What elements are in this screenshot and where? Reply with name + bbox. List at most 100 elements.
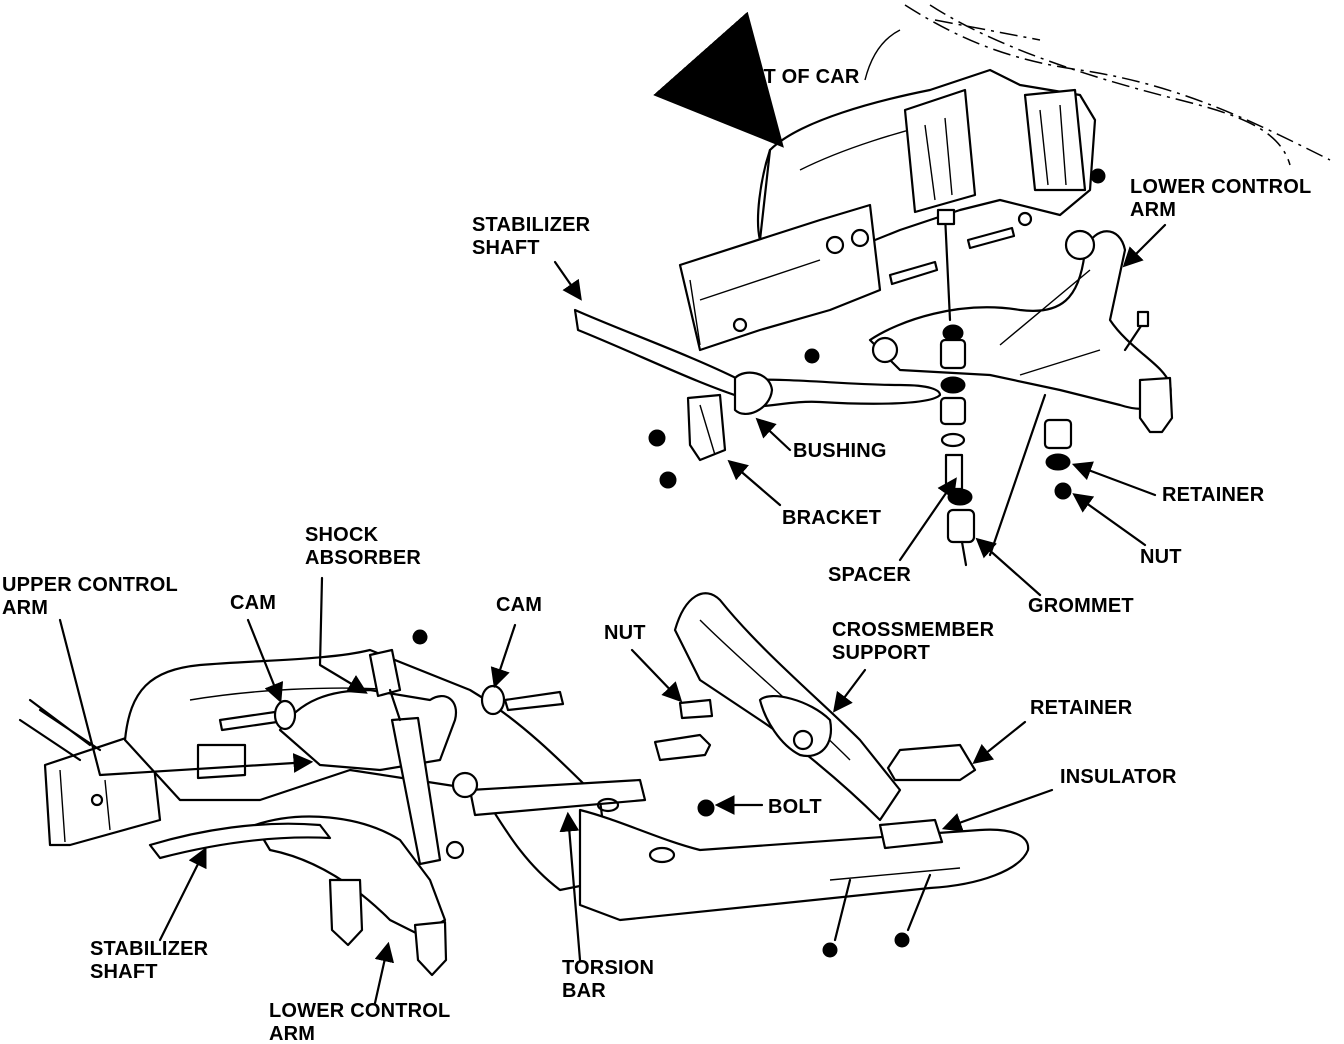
body-outline-line bbox=[864, 29, 901, 81]
torsion-bar bbox=[468, 778, 647, 817]
crossmember-detail bbox=[829, 867, 961, 881]
torsion-bar-arrow bbox=[559, 811, 582, 962]
shock-absorber-body bbox=[390, 716, 442, 866]
lower-control-arm-bottom-arrow bbox=[373, 941, 395, 1005]
bushing bbox=[733, 371, 774, 416]
grommet bbox=[946, 508, 976, 544]
upper-ball-joint bbox=[451, 771, 479, 799]
bolt bbox=[888, 260, 939, 286]
label-retainer-top: RETAINER bbox=[1162, 484, 1265, 506]
stabilizer-shaft-top bbox=[743, 378, 942, 408]
label-spacer: SPACER bbox=[828, 564, 912, 586]
label-front-of-car: FRONT OF CAR bbox=[706, 66, 860, 88]
cam-right-arrow bbox=[490, 623, 517, 689]
fastener-lines bbox=[833, 873, 932, 942]
body-outline-line bbox=[934, 19, 1041, 41]
insulator-arrow bbox=[941, 788, 1054, 832]
plate-hole bbox=[850, 228, 870, 248]
grommet-right bbox=[1043, 418, 1073, 450]
grommet-arrow-a bbox=[975, 537, 1042, 597]
spacer bbox=[944, 453, 964, 491]
bottom-assembly bbox=[18, 592, 1030, 977]
lower-control-arm-bottom-part bbox=[253, 815, 447, 937]
cam-left-part bbox=[273, 699, 297, 731]
retainer-top-arrow bbox=[1071, 461, 1157, 497]
plate-hole bbox=[825, 235, 845, 255]
label-cam-left: CAM bbox=[230, 592, 277, 614]
link-bolt-head bbox=[936, 208, 956, 226]
hanger-bracket bbox=[1023, 88, 1087, 192]
frame-bracket bbox=[196, 743, 247, 780]
link-grommet bbox=[939, 338, 967, 370]
link-washer bbox=[942, 324, 964, 342]
arm-bushing bbox=[1064, 229, 1096, 261]
upper-control-arm-arrow bbox=[58, 618, 314, 777]
hanger-bracket bbox=[903, 88, 977, 214]
shock-absorber-rod bbox=[388, 688, 402, 722]
support-bushing bbox=[758, 695, 833, 758]
crossmember-plate bbox=[678, 203, 882, 352]
crossmember bbox=[578, 808, 1030, 922]
link-washer bbox=[940, 432, 966, 448]
label-insulator: INSULATOR bbox=[1060, 766, 1177, 788]
crossmember-hole bbox=[596, 797, 620, 813]
label-bracket: BRACKET bbox=[782, 507, 882, 529]
bushing-arrow bbox=[755, 417, 792, 452]
spacer-arrow bbox=[898, 477, 957, 562]
arm-detail bbox=[999, 269, 1101, 376]
label-nut-top: NUT bbox=[1140, 546, 1182, 568]
link-bolt-end bbox=[960, 540, 968, 567]
leader-arrows bbox=[58, 11, 1167, 1005]
ball-joint bbox=[1138, 376, 1174, 434]
label-retainer-bottom: RETAINER bbox=[1030, 697, 1133, 719]
lower-control-arm-top bbox=[868, 230, 1172, 410]
frame-lines bbox=[18, 698, 102, 762]
shock-absorber-arrow bbox=[318, 576, 368, 694]
support-bolt bbox=[653, 733, 712, 762]
ball-joint bbox=[413, 920, 448, 977]
fastener bbox=[1017, 211, 1033, 227]
top-assembly bbox=[573, 4, 1331, 567]
fastener bbox=[1090, 168, 1106, 184]
nut-bottom-arrow bbox=[630, 648, 683, 703]
bracket-detail bbox=[699, 404, 716, 456]
link-retainer bbox=[947, 488, 973, 506]
ball-joint bbox=[328, 878, 364, 947]
label-grommet: GROMMET bbox=[1028, 595, 1134, 617]
label-bushing: BUSHING bbox=[793, 440, 887, 462]
crossmember-support-arrow bbox=[833, 668, 867, 713]
link-grommet bbox=[939, 396, 967, 426]
hanger-bracket-detail bbox=[924, 117, 953, 201]
label-bolt: BOLT bbox=[768, 796, 822, 818]
cam-left-arrow bbox=[246, 618, 284, 704]
retainer-bottom-arrow bbox=[972, 720, 1027, 765]
frame-side-rail-detail bbox=[59, 769, 111, 843]
fastener bbox=[659, 471, 677, 489]
nut-bottom-part bbox=[678, 698, 714, 720]
bolt bbox=[966, 226, 1016, 250]
shock-absorber-part bbox=[368, 648, 402, 698]
body-outline-line bbox=[929, 4, 1291, 166]
rail-hole bbox=[90, 793, 104, 807]
fastener bbox=[822, 942, 838, 958]
front-of-car-arrow bbox=[653, 11, 784, 148]
nut-top-arrow bbox=[1072, 493, 1147, 547]
bolt-bottom-part bbox=[697, 799, 715, 817]
frame-rail-edge bbox=[756, 148, 772, 242]
stabilizer-shaft-top-arrow bbox=[553, 260, 582, 301]
ball-joint-nut bbox=[1136, 310, 1150, 328]
crossmember-hole bbox=[648, 846, 676, 864]
bracket-arrow bbox=[727, 459, 782, 507]
cam-bolt bbox=[503, 690, 565, 712]
hanger-bracket-detail bbox=[1039, 104, 1067, 186]
crossmember-support-detail bbox=[699, 619, 851, 761]
